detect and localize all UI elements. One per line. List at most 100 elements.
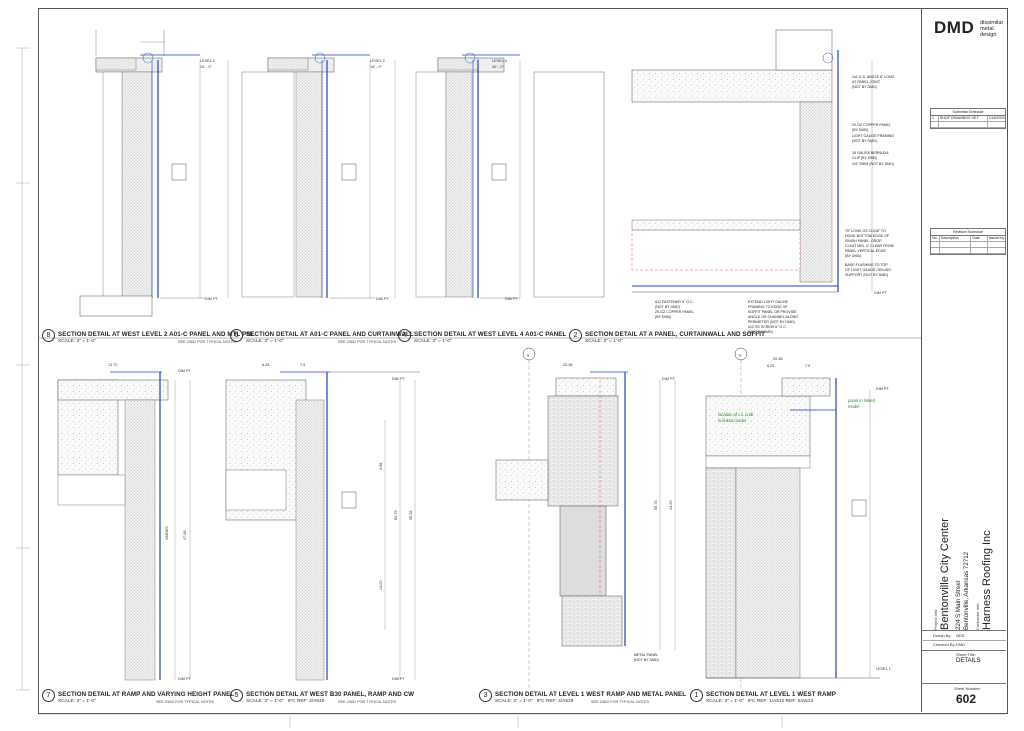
sheet-number-label: Sheet Number: (954, 686, 981, 691)
detail-title-6: 6 SECTION DETAIL AT A01-C PANEL AND CURT… (230, 329, 414, 345)
svg-text:7.5: 7.5 (805, 364, 810, 368)
svg-text:20-GZ COPPER PANEL: 20-GZ COPPER PANEL (852, 123, 891, 127)
firm-logo-sub: dissimilar metal design (980, 20, 1004, 38)
drawing-sheet (38, 8, 1008, 714)
svg-text:PANEL VERTICAL EDGE: PANEL VERTICAL EDGE (845, 249, 887, 253)
svg-text:14' - 0": 14' - 0" (370, 65, 382, 69)
svg-text:SOFFIT PANEL OR PROVIDE: SOFFIT PANEL OR PROVIDE (748, 310, 797, 314)
detail-title-5: 5 SECTION DETAIL AT WEST B30 PANEL, RAMP… (230, 689, 414, 705)
svg-text:PERIMETER (NOT BY DMD): PERIMETER (NOT BY DMD) (748, 320, 795, 324)
svg-text:7.5: 7.5 (300, 363, 305, 367)
svg-text:location of r.o. curb: location of r.o. curb (718, 412, 754, 417)
svg-text:(NOT BY DMD): (NOT BY DMD) (655, 305, 680, 309)
svg-text:FINISH PANEL. DROP: FINISH PANEL. DROP (845, 239, 882, 243)
svg-text:EXTEND LIGHT GAUGE: EXTEND LIGHT GAUGE (748, 300, 789, 304)
svg-text:14.00: 14.00 (379, 580, 383, 590)
svg-text:20-GZ COPPER PANEL: 20-GZ COPPER PANEL (655, 310, 694, 314)
svg-text:(BY DMD): (BY DMD) (852, 128, 868, 132)
sheet-title-label: Sheet Title: (956, 652, 977, 657)
grid-g-d3: G (527, 354, 530, 358)
project-name: Bentonville City Center (939, 518, 951, 630)
detail-title-1: 1 SECTION DETAIL AT LEVEL 1 WEST RAMP SC… (690, 689, 836, 705)
checked-by: DMD (956, 642, 966, 647)
svg-text:G: G (739, 354, 742, 358)
svg-text:CLEAT MIN. 4" CLEAR FROM: CLEAT MIN. 4" CLEAR FROM (845, 244, 894, 248)
svg-text:DIM PT: DIM PT (392, 377, 406, 381)
svg-text:DIM PT: DIM PT (178, 677, 192, 681)
detail-title-8: 8 SECTION DETAIL AT WEST LEVEL 2 A01-C P… (42, 329, 255, 345)
detail-title-7: 7 SECTION DETAIL AT RAMP AND VARYING HEI… (42, 689, 234, 705)
detail-7-drawing: 13.70 VARIES 47.08 DIM PT DIM PT (57, 363, 192, 681)
contractor-info-label: Contractor Info: (975, 602, 980, 630)
title-block (921, 8, 1006, 712)
svg-text:1x2 G.S. ANGLE 8" LONG: 1x2 G.S. ANGLE 8" LONG (852, 75, 895, 79)
project-address-2: Bentonville, Arkansas 72712 (963, 551, 970, 630)
checked-by-label: Checked By: (933, 642, 956, 647)
svg-text:40' - 0": 40' - 0" (492, 65, 504, 69)
svg-text:HOOK BOTTOM EDGE OF: HOOK BOTTOM EDGE OF (845, 234, 890, 238)
drawn-by-label: Drawn By: (933, 633, 952, 638)
project-address-1: 224 S Main Street (955, 580, 962, 630)
svg-text:#12 SS SCREW 6" O.C.: #12 SS SCREW 6" O.C. (748, 325, 787, 329)
svg-text:VARIES: VARIES (165, 526, 169, 540)
svg-text:59.75: 59.75 (654, 500, 658, 510)
svg-text:(NOT BY DMD): (NOT BY DMD) (748, 330, 773, 334)
svg-text:ANGLE OR CHANNEL ALONG: ANGLE OR CHANNEL ALONG (748, 315, 798, 319)
level-2-label-d8: LEVEL 2 (200, 59, 215, 63)
svg-text:METAL PANEL: METAL PANEL (634, 653, 658, 657)
svg-text:FRAMING TO EDGE OF: FRAMING TO EDGE OF (748, 305, 788, 309)
level-1-label: LEVEL 1 (876, 667, 891, 671)
svg-text:(BY DMD): (BY DMD) (655, 315, 671, 319)
detail-4-drawing: LEVEL 4 40' - 0" DIM PT (415, 52, 521, 301)
svg-text:DIM PT: DIM PT (376, 297, 390, 301)
svg-text:1/4" SHIM (NOT BY DMD): 1/4" SHIM (NOT BY DMD) (852, 162, 894, 166)
svg-text:75" LONG GS CLEAT TO: 75" LONG GS CLEAT TO (845, 229, 886, 233)
detail-6-drawing: LEVEL 2 14' - 0" DIM PT (241, 52, 396, 301)
detail-1-drawing: G 20.38 6.25 7.5 panel in linked model l… (705, 347, 891, 690)
sheet-title: DETAILS (956, 658, 981, 664)
svg-text:95.28: 95.28 (409, 510, 413, 520)
svg-text:LIGHT GAUGE FRAMING: LIGHT GAUGE FRAMING (852, 134, 894, 138)
svg-text:SUPPORT (NOT BY DMD): SUPPORT (NOT BY DMD) (845, 273, 888, 277)
svg-text:(NOT BY DMD): (NOT BY DMD) (852, 85, 877, 89)
detail-title-4: 4 SECTION DETAIL AT WEST LEVEL 4 A01-C P… (398, 329, 566, 345)
svg-text:(BY DMD): (BY DMD) (845, 254, 861, 258)
svg-text:BASE FLASHING TO TOP: BASE FLASHING TO TOP (845, 263, 888, 267)
contractor-name: Harness Roofing Inc (981, 530, 993, 630)
svg-text:4.68: 4.68 (379, 463, 383, 470)
svg-text:6.28: 6.28 (262, 363, 269, 367)
svg-text:20.38: 20.38 (773, 357, 783, 361)
svg-text:DIM PT: DIM PT (178, 369, 192, 373)
svg-text:47.08: 47.08 (183, 530, 187, 540)
svg-text:18 GAUGE BERNUDA: 18 GAUGE BERNUDA (852, 151, 889, 155)
svg-text:60.75: 60.75 (394, 510, 398, 520)
detail-5-drawing: 6.28 7.5 4.68 60.75 95.28 14.00 DIM PT D… (225, 363, 420, 681)
firm-logo: DMD (934, 18, 975, 37)
svg-text:in linked model: in linked model (718, 418, 746, 423)
svg-text:LEVEL 4: LEVEL 4 (492, 59, 507, 63)
svg-text:DIM PT: DIM PT (874, 291, 888, 295)
sheet-number: 602 (956, 692, 977, 706)
detail-3-drawing: G 20.38 59.75 44.25 METAL PANEL (NOT BY … (495, 347, 676, 690)
svg-text:44.25: 44.25 (669, 500, 673, 510)
svg-text:20.38: 20.38 (563, 363, 573, 367)
detail-title-3: 3 SECTION DETAIL AT LEVEL 1 WEST RAMP AN… (479, 689, 686, 705)
svg-text:AT PANEL JOINT: AT PANEL JOINT (852, 80, 881, 84)
svg-text:#12 FASTENER 6" O.C.: #12 FASTENER 6" O.C. (655, 300, 694, 304)
svg-text:13.70: 13.70 (108, 363, 118, 367)
detail-title-2: 2 SECTION DETAIL AT A PANEL, CURTAINWALL… (569, 329, 765, 345)
submittal-schedule: Submittal Schedule 1 SHOP DRAWINGS SET 1… (930, 108, 1006, 129)
svg-text:DIM PT: DIM PT (662, 377, 676, 381)
svg-text:6.25: 6.25 (767, 364, 774, 368)
svg-text:DIM PT: DIM PT (876, 387, 890, 391)
svg-text:LEVEL 2: LEVEL 2 (370, 59, 385, 63)
drawn-by: NDS (956, 633, 965, 638)
svg-text:CLIP (BY DMD): CLIP (BY DMD) (852, 156, 877, 160)
detail-2-drawing: 1x2 G.S. ANGLE 8" LONG AT PANEL JOINT (N… (533, 29, 895, 334)
detail-8-drawing: LEVEL 2 14' - 0" DIM PT (79, 30, 229, 317)
green-note-linked-panel: panel in linked (848, 398, 875, 403)
svg-text:(NOT BY DMD): (NOT BY DMD) (852, 139, 877, 143)
svg-text:14' - 0": 14' - 0" (200, 65, 212, 69)
svg-text:DIM PT: DIM PT (205, 297, 219, 301)
